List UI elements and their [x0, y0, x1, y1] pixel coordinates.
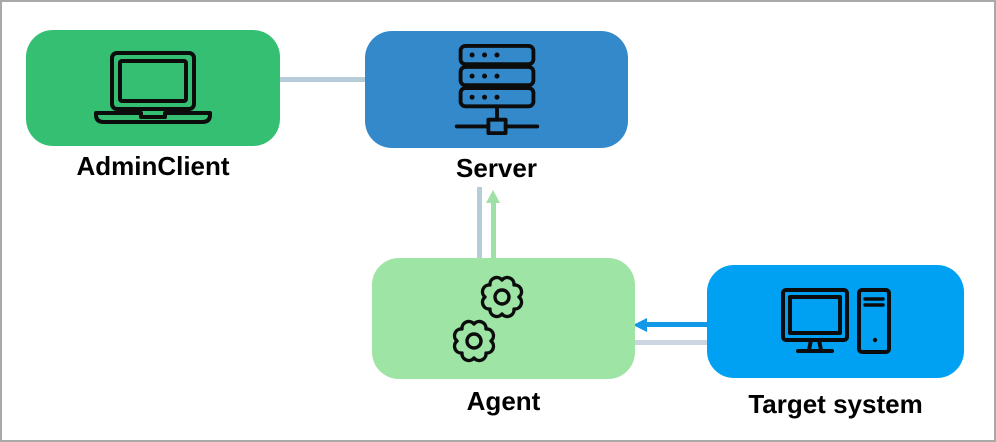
connector-agent-server-line: [477, 187, 482, 260]
node-server: [365, 31, 628, 148]
connector-target-agent-arrow-shaft: [647, 322, 708, 327]
arrowhead-up-icon: [486, 190, 500, 203]
node-label-agent: Agent: [466, 386, 541, 416]
node-label-target-system: Target system: [748, 389, 923, 419]
gears-icon: [438, 269, 542, 373]
node-agent: [372, 258, 635, 379]
arrowhead-left-icon: [633, 317, 647, 332]
connector-target-agent-line: [630, 340, 708, 345]
laptop-icon: [94, 51, 212, 125]
connector-adminclient-server-line: [279, 77, 366, 82]
connector-agent-server-arrow-shaft: [491, 202, 496, 260]
node-admin-client: [26, 30, 280, 146]
node-label-admin-client: AdminClient: [76, 151, 230, 181]
node-target-system: [707, 265, 964, 378]
server-rack-icon: [451, 43, 543, 136]
desktop-computer-icon: [780, 287, 891, 356]
node-label-server: Server: [456, 153, 537, 183]
